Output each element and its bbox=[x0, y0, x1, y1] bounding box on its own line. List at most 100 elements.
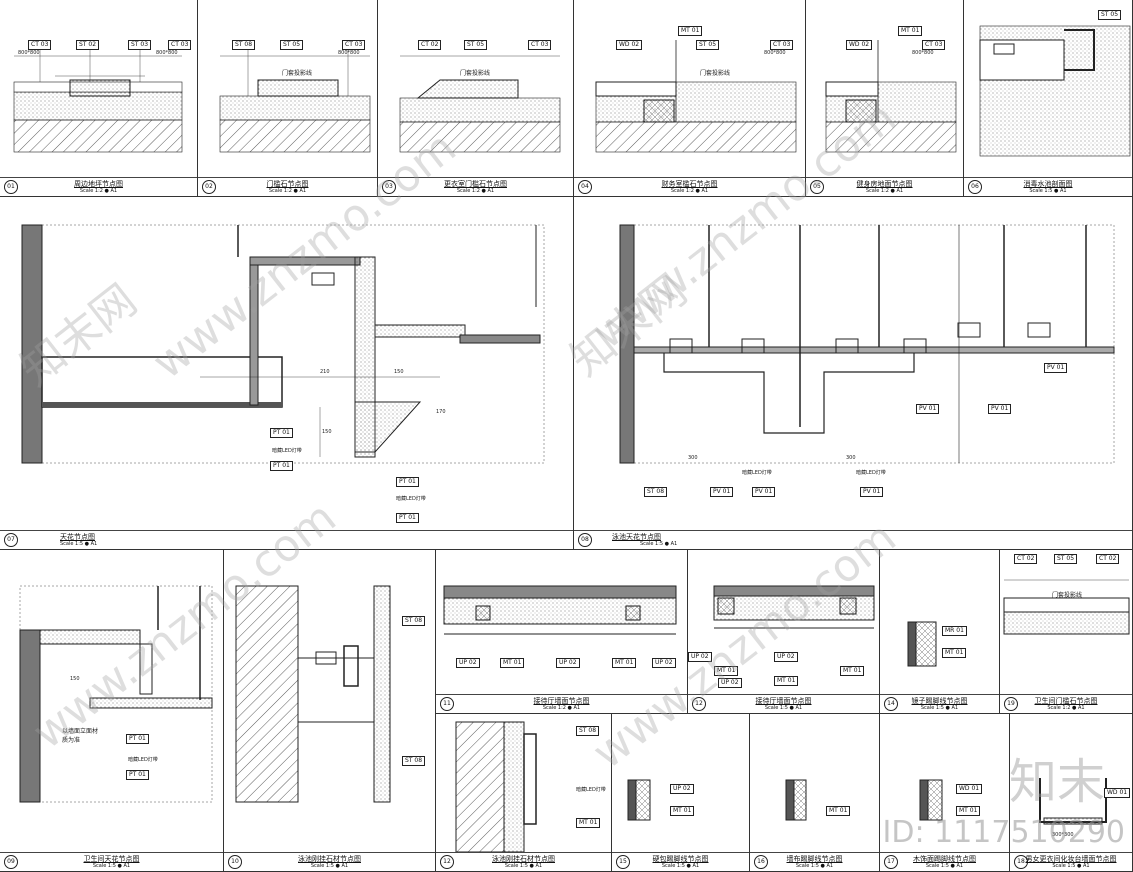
detail-number: 15 bbox=[616, 855, 630, 869]
detail-panel-03: CT 02 ST 05 CT 03 门套投影线 03 更衣室门槛石节点图 Sca… bbox=[378, 0, 574, 197]
detail-drawing bbox=[443, 585, 677, 635]
detail-number: 16 bbox=[754, 855, 768, 869]
annotation-note: 以墙面立面材质为准 bbox=[62, 728, 99, 744]
material-tag: PV 01 bbox=[860, 487, 884, 497]
material-tag: ST 03 bbox=[128, 40, 152, 50]
material-tag: MT 01 bbox=[576, 818, 601, 828]
detail-title-bar: 12 接待厅墙面节点图 Scale 1:5 ● A1 bbox=[688, 694, 879, 713]
material-tag: CT 03 bbox=[168, 40, 192, 50]
material-tag: UP 02 bbox=[556, 658, 580, 668]
detail-scale: Scale 1:5 ● A1 bbox=[504, 863, 543, 869]
material-tag: ST 05 bbox=[696, 40, 720, 50]
material-tag: UP 02 bbox=[670, 784, 694, 794]
detail-title-bar: 12 泳池刚挂石材节点图 Scale 1:5 ● A1 bbox=[436, 852, 611, 871]
material-tag: MT 01 bbox=[612, 658, 637, 668]
detail-title: 泳池刚挂石材节点图 bbox=[492, 855, 555, 863]
detail-drawing bbox=[713, 585, 875, 629]
annotation-note: 暗藏LED灯带 bbox=[272, 448, 302, 454]
detail-drawing bbox=[979, 25, 1131, 157]
material-tag: MR 01 bbox=[942, 626, 967, 636]
annotation-note: 门套投影线 bbox=[282, 70, 313, 77]
detail-number: 17 bbox=[884, 855, 898, 869]
detail-scale: Scale 1:2 ● A1 bbox=[268, 188, 307, 194]
dimension-note: 800*800 bbox=[912, 50, 934, 56]
material-tag: CT 03 bbox=[342, 40, 366, 50]
material-tag: CT 03 bbox=[770, 40, 794, 50]
material-tag: UP 02 bbox=[652, 658, 676, 668]
detail-drawing bbox=[907, 621, 937, 667]
detail-number: 06 bbox=[968, 180, 982, 194]
detail-title-bar: 10 泳池刚挂石材节点图 Scale 1:5 ● A1 bbox=[224, 852, 435, 871]
detail-number: 12 bbox=[692, 697, 706, 711]
material-tag: CT 02 bbox=[1014, 554, 1038, 564]
detail-number: 11 bbox=[440, 697, 454, 711]
detail-title-bar: 15 硬包踢脚线节点图 Scale 1:5 ● A1 bbox=[612, 852, 749, 871]
detail-drawing bbox=[399, 55, 561, 153]
material-tag: CT 03 bbox=[528, 40, 552, 50]
detail-title: 周边地坪节点图 bbox=[74, 180, 123, 188]
detail-number: 02 bbox=[202, 180, 216, 194]
material-tag: ST 05 bbox=[1054, 554, 1078, 564]
detail-scale: Scale 1:5 ● A1 bbox=[925, 863, 964, 869]
annotation-note: 门套投影线 bbox=[700, 70, 731, 77]
detail-scale: Scale 1:2 ● A1 bbox=[456, 188, 495, 194]
annotation-note: 门套投影线 bbox=[460, 70, 491, 77]
detail-number: 18 bbox=[1014, 855, 1028, 869]
detail-drawing bbox=[219, 48, 371, 153]
detail-scale: Scale 1:5 ● A1 bbox=[640, 541, 678, 547]
material-tag: CT 02 bbox=[1096, 554, 1120, 564]
detail-title: 墙布踢脚线节点图 bbox=[786, 855, 843, 863]
detail-title-bar: 17 木饰面踢脚线节点图 Scale 1:5 ● A1 bbox=[880, 852, 1009, 871]
detail-title: 镜子踢脚线节点图 bbox=[911, 697, 968, 705]
material-tag: MT 01 bbox=[714, 666, 739, 676]
material-tag: ST 08 bbox=[576, 726, 600, 736]
detail-title: 健身房地面节点图 bbox=[856, 180, 913, 188]
detail-title-bar: 11 接待厅墙面节点图 Scale 1:2 ● A1 bbox=[436, 694, 687, 713]
material-tag: PT 01 bbox=[126, 734, 149, 744]
material-tag: MT 01 bbox=[774, 676, 799, 686]
detail-number: 12 bbox=[440, 855, 454, 869]
detail-title: 天花节点图 bbox=[60, 533, 95, 541]
material-tag: WD 02 bbox=[846, 40, 873, 50]
detail-title-bar: 06 消毒水池剖面图 Scale 1:5 ● A1 bbox=[964, 177, 1132, 196]
material-tag: MT 01 bbox=[956, 806, 981, 816]
material-tag: PT 01 bbox=[396, 477, 419, 487]
detail-panel-08: 300 300 PV 01 PV 01 PV 01 暗藏LED灯带 暗藏LED灯… bbox=[574, 197, 1133, 550]
detail-drawing bbox=[595, 40, 797, 153]
material-tag: MT 01 bbox=[898, 26, 923, 36]
detail-title-bar: 07 天花节点图 Scale 1:5 ● A1 bbox=[0, 530, 573, 549]
detail-title-bar: 09 卫生间天花节点图 Scale 1:5 ● A1 bbox=[0, 852, 223, 871]
detail-drawing bbox=[919, 779, 943, 821]
detail-panel-09: 150 以墙面立面材质为准 PT 01 暗藏LED灯带 PT 01 09 卫生间… bbox=[0, 550, 224, 872]
detail-title-bar: 05 健身房地面节点图 Scale 1:2 ● A1 bbox=[806, 177, 963, 196]
detail-number: 08 bbox=[578, 533, 592, 547]
material-tag: UP 02 bbox=[774, 652, 798, 662]
detail-drawing bbox=[19, 585, 213, 803]
material-tag: UP 02 bbox=[718, 678, 742, 688]
detail-title-bar: 16 墙布踢脚线节点图 Scale 1:5 ● A1 bbox=[750, 852, 879, 871]
watermark-id: ID: 1117510290 bbox=[882, 815, 1125, 850]
dimension-note: 170 bbox=[436, 409, 446, 415]
material-tag: MT 01 bbox=[678, 26, 703, 36]
detail-title: 卫生间门槛石节点图 bbox=[1034, 697, 1098, 705]
dimension-note: 210 bbox=[320, 369, 330, 375]
detail-panel-18: WD 01 300*300 18 男女更衣间化妆台墙面节点图 Scale 1:5… bbox=[1010, 714, 1133, 872]
material-tag: PV 01 bbox=[988, 404, 1012, 414]
detail-drawing bbox=[1003, 579, 1130, 635]
material-tag: ST 02 bbox=[76, 40, 100, 50]
detail-drawing bbox=[785, 779, 807, 821]
material-tag: MT 01 bbox=[942, 648, 967, 658]
detail-panel-12: UP 02 MT 01 UP 02 UP 02 MT 01 MT 01 12 接… bbox=[688, 550, 880, 714]
material-tag: PV 01 bbox=[710, 487, 734, 497]
detail-title: 接待厅墙面节点图 bbox=[533, 697, 590, 705]
detail-panel-02: ST 08 ST 05 CT 03 门套投影线 800*800 02 门槛石节点… bbox=[198, 0, 378, 197]
detail-number: 04 bbox=[578, 180, 592, 194]
dimension-note: 800*800 bbox=[338, 50, 360, 56]
material-tag: ST 08 bbox=[402, 616, 426, 626]
detail-title-bar: 02 门槛石节点图 Scale 1:2 ● A1 bbox=[198, 177, 377, 196]
material-tag: PV 01 bbox=[752, 487, 776, 497]
dimension-note: 300 bbox=[846, 455, 856, 461]
detail-title: 财务室槛石节点图 bbox=[661, 180, 718, 188]
annotation-note: 暗藏LED灯带 bbox=[396, 496, 426, 502]
detail-drawing bbox=[21, 224, 545, 464]
